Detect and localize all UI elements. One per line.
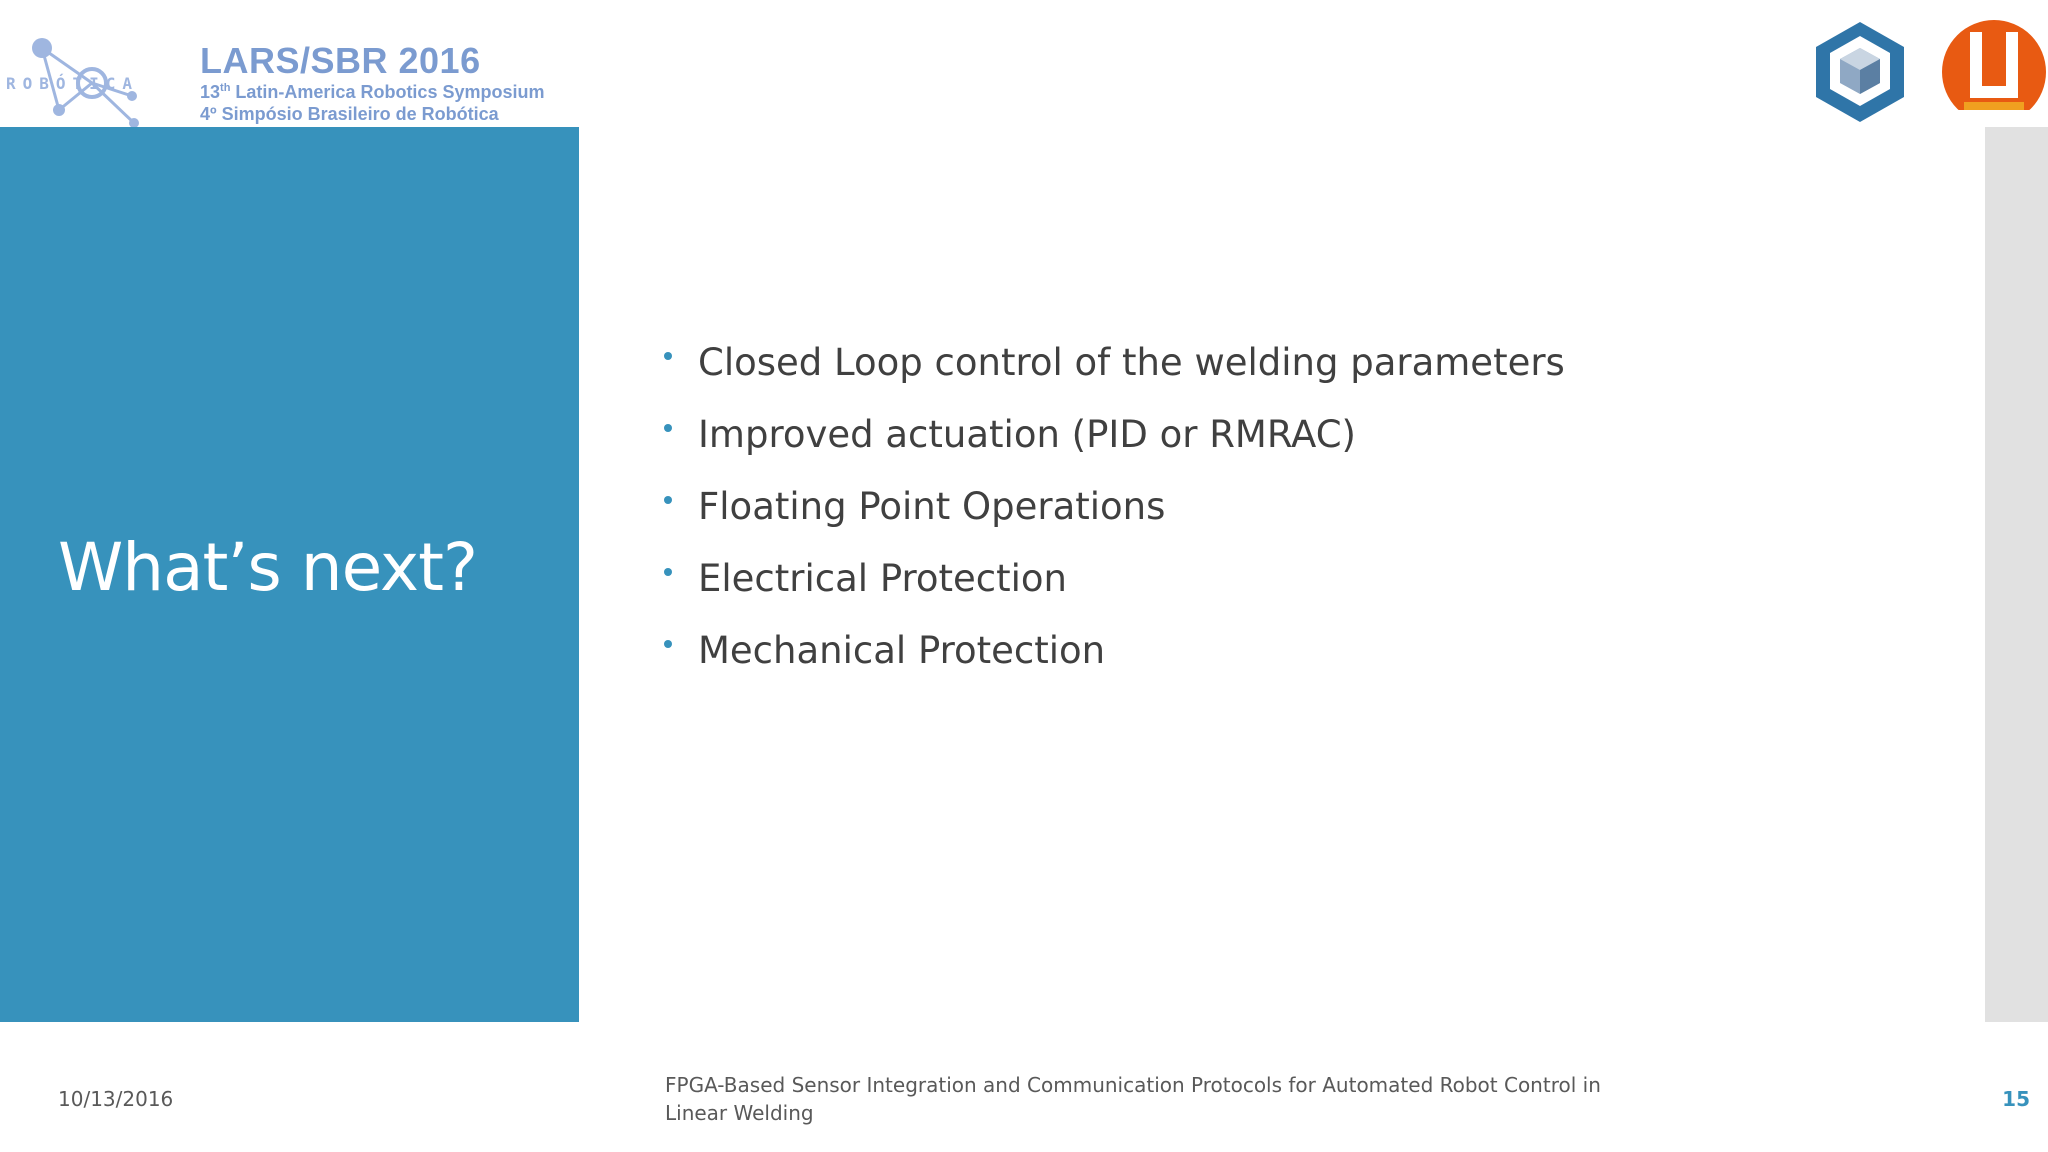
slide-page-number: 15 [2002,1087,2030,1111]
bullet-text: Floating Point Operations [698,484,1166,528]
title-panel: What’s next? [0,127,579,1022]
lars-sbr-logo: ROBÓTICA LARS/SBR 2016 13th Latin-Americ… [0,0,579,128]
bullet-item: Closed Loop control of the welding param… [664,326,1565,398]
event-title: LARS/SBR 2016 [200,40,481,81]
bullet-text: Mechanical Protection [698,628,1106,672]
right-decorative-strip [1985,127,2048,1022]
event-subtitle-line2: 4º Simpósio Brasileiro de Robótica [200,104,499,124]
slide-title: What’s next? [58,529,478,606]
bullet-text: Improved actuation (PID or RMRAC) [698,412,1356,456]
bullet-item: Electrical Protection [664,542,1565,614]
bullet-item: Floating Point Operations [664,470,1565,542]
bullet-dot-icon [664,424,672,432]
footer-date: 10/13/2016 [58,1087,174,1111]
bullet-dot-icon [664,568,672,576]
bullet-list: Closed Loop control of the welding param… [664,326,1565,686]
bullet-dot-icon [664,640,672,648]
bullet-item: Improved actuation (PID or RMRAC) [664,398,1565,470]
event-subtitle-line1: 13th Latin-America Robotics Symposium [200,82,545,102]
cube-institution-logo-icon [1816,22,1904,122]
bullet-dot-icon [664,352,672,360]
u-institution-logo-icon [1940,20,2048,126]
footer-presentation-title: FPGA-Based Sensor Integration and Commun… [665,1073,1601,1125]
bullet-text: Closed Loop control of the welding param… [698,340,1565,384]
bullet-item: Mechanical Protection [664,614,1565,686]
robotica-wordmark: ROBÓTICA [6,74,140,93]
bullet-dot-icon [664,496,672,504]
bullet-text: Electrical Protection [698,556,1068,600]
robotica-logo-icon [32,38,139,128]
